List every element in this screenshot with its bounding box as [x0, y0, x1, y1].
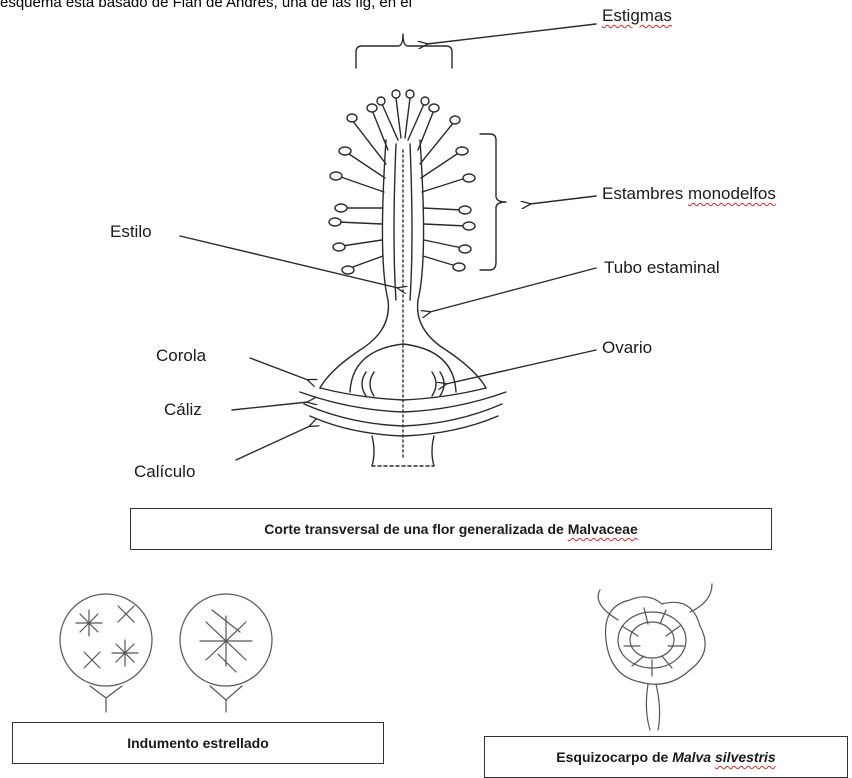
label-estilo: Estilo — [110, 222, 152, 242]
schizocarp-sketch — [598, 584, 712, 730]
label-estambres-monodelfos: Estambres monodelfos — [602, 184, 776, 204]
label-corola: Corola — [156, 346, 206, 366]
caption-indumento: Indumento estrellado — [12, 722, 384, 764]
arrow-estambres — [530, 196, 596, 204]
label-estigmas: Estigmas — [602, 6, 672, 26]
label-ovario: Ovario — [602, 338, 652, 358]
stigma-bracket — [356, 34, 452, 68]
arrow-tubo — [430, 268, 596, 312]
label-tubo-estaminal: Tubo estaminal — [604, 258, 720, 278]
arrow-caliculo — [236, 426, 310, 460]
arrow-estigmas — [427, 24, 596, 44]
arrow-corola — [250, 358, 308, 380]
stellate-hair-sketch — [60, 594, 272, 712]
label-caliz: Cáliz — [164, 400, 202, 420]
label-caliculo: Calículo — [134, 462, 195, 482]
arrow-caliz — [232, 402, 308, 410]
stamen-bracket — [480, 134, 506, 270]
caption-main: Corte transversal de una flor generaliza… — [130, 508, 772, 550]
